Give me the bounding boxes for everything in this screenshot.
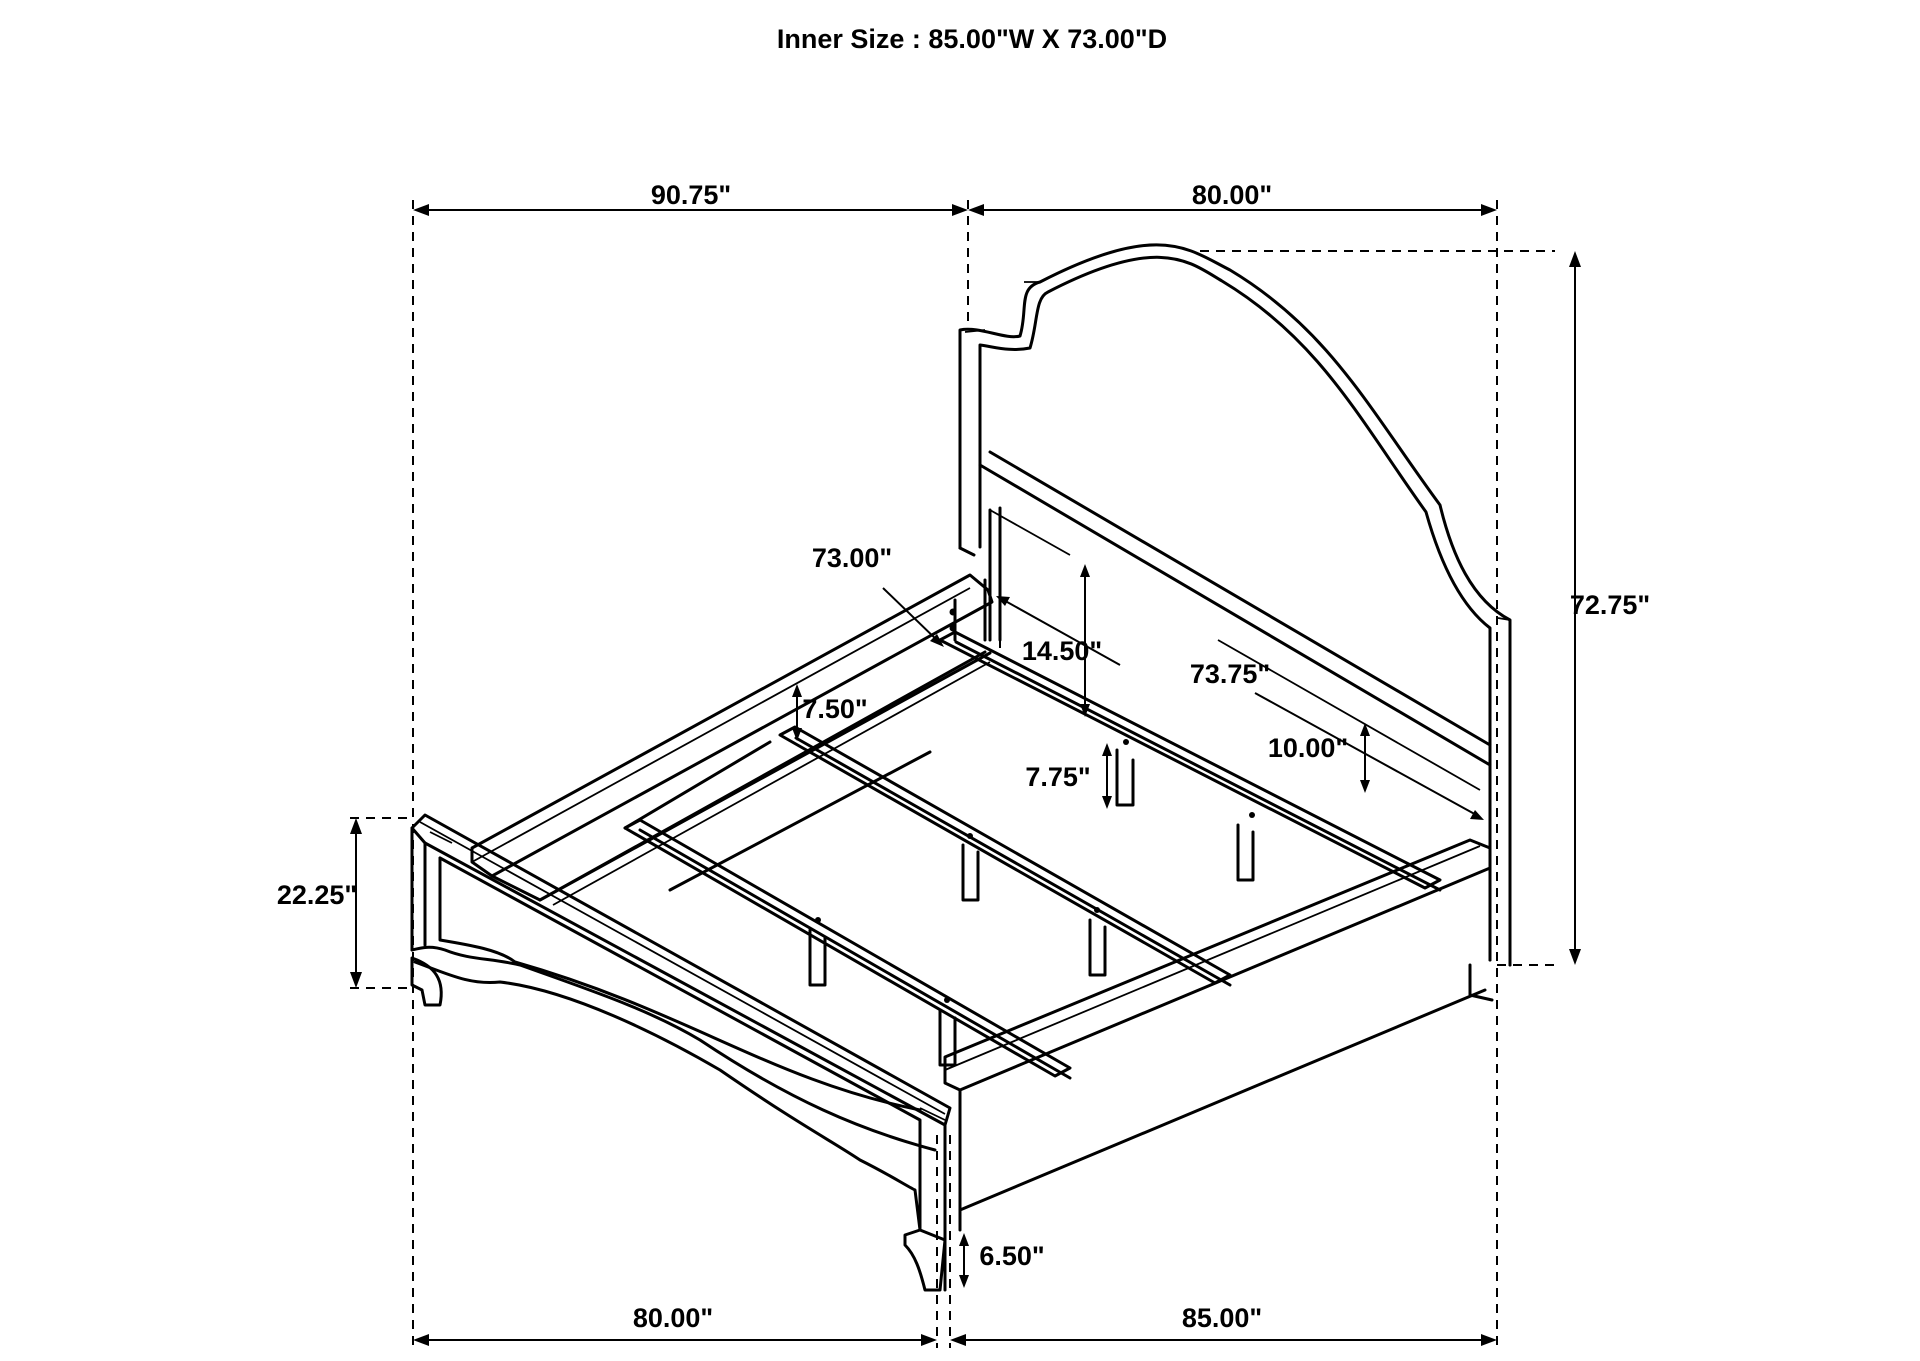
label-inner-length: 73.75" (1190, 659, 1270, 689)
label-top-left-width: 90.75" (651, 180, 731, 210)
label-support-leg-height: 7.75" (1025, 762, 1090, 792)
label-rail-height: 10.00" (1268, 733, 1348, 763)
label-top-right-width: 80.00" (1192, 180, 1272, 210)
label-bottom-right-width: 85.00" (1182, 1303, 1262, 1333)
headboard (949, 243, 1512, 967)
support-legs (808, 739, 1255, 1067)
right-side-rail (943, 838, 1494, 1232)
left-side-rail (470, 573, 994, 902)
bed-frame (410, 243, 1512, 1292)
center-support-rails (623, 630, 1442, 1080)
extension-lines (350, 200, 1555, 1348)
label-slat-height: 7.50" (802, 694, 867, 724)
label-bottom-left-width: 80.00" (633, 1303, 713, 1333)
label-overall-height: 72.75" (1570, 590, 1650, 620)
label-footboard-height: 22.25" (277, 880, 357, 910)
label-headboard-panel-height: 14.50" (1022, 636, 1102, 666)
label-rail-length: 73.00" (812, 543, 892, 573)
inner-size-title: Inner Size : 85.00"W X 73.00"D (777, 24, 1167, 54)
dimension-labels: 90.75" 80.00" 72.75" 22.25" 73.00" 14.50… (277, 180, 1650, 1333)
dimension-arrows (350, 204, 1581, 1346)
cross-slats (538, 650, 991, 906)
footboard (410, 813, 952, 1292)
label-leg-clearance: 6.50" (979, 1241, 1044, 1271)
